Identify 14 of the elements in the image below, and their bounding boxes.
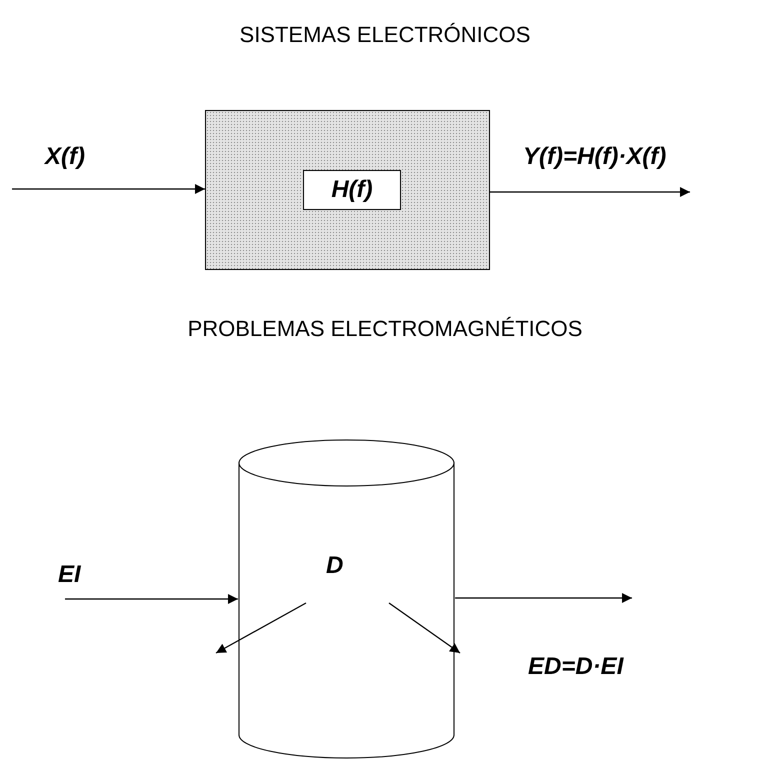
- arrow: [455, 593, 632, 603]
- edge-label: Y(f)=H(f)·X(f): [523, 145, 666, 169]
- arrow: [12, 184, 205, 194]
- arrow: [490, 187, 690, 197]
- shaded-block: [205, 110, 490, 270]
- heading: PROBLEMAS ELECTROMAGNÉTICOS: [186, 318, 584, 340]
- edge-label: X(f): [45, 145, 85, 169]
- arrow: [65, 594, 238, 604]
- node-label: D: [326, 554, 344, 578]
- node-label: H(f): [331, 178, 373, 202]
- edge-label: ED=D·EI: [528, 655, 624, 679]
- heading: SISTEMAS ELECTRÓNICOS: [238, 24, 532, 46]
- transfer-function-box: [303, 170, 401, 210]
- edge-label: EI: [58, 563, 81, 587]
